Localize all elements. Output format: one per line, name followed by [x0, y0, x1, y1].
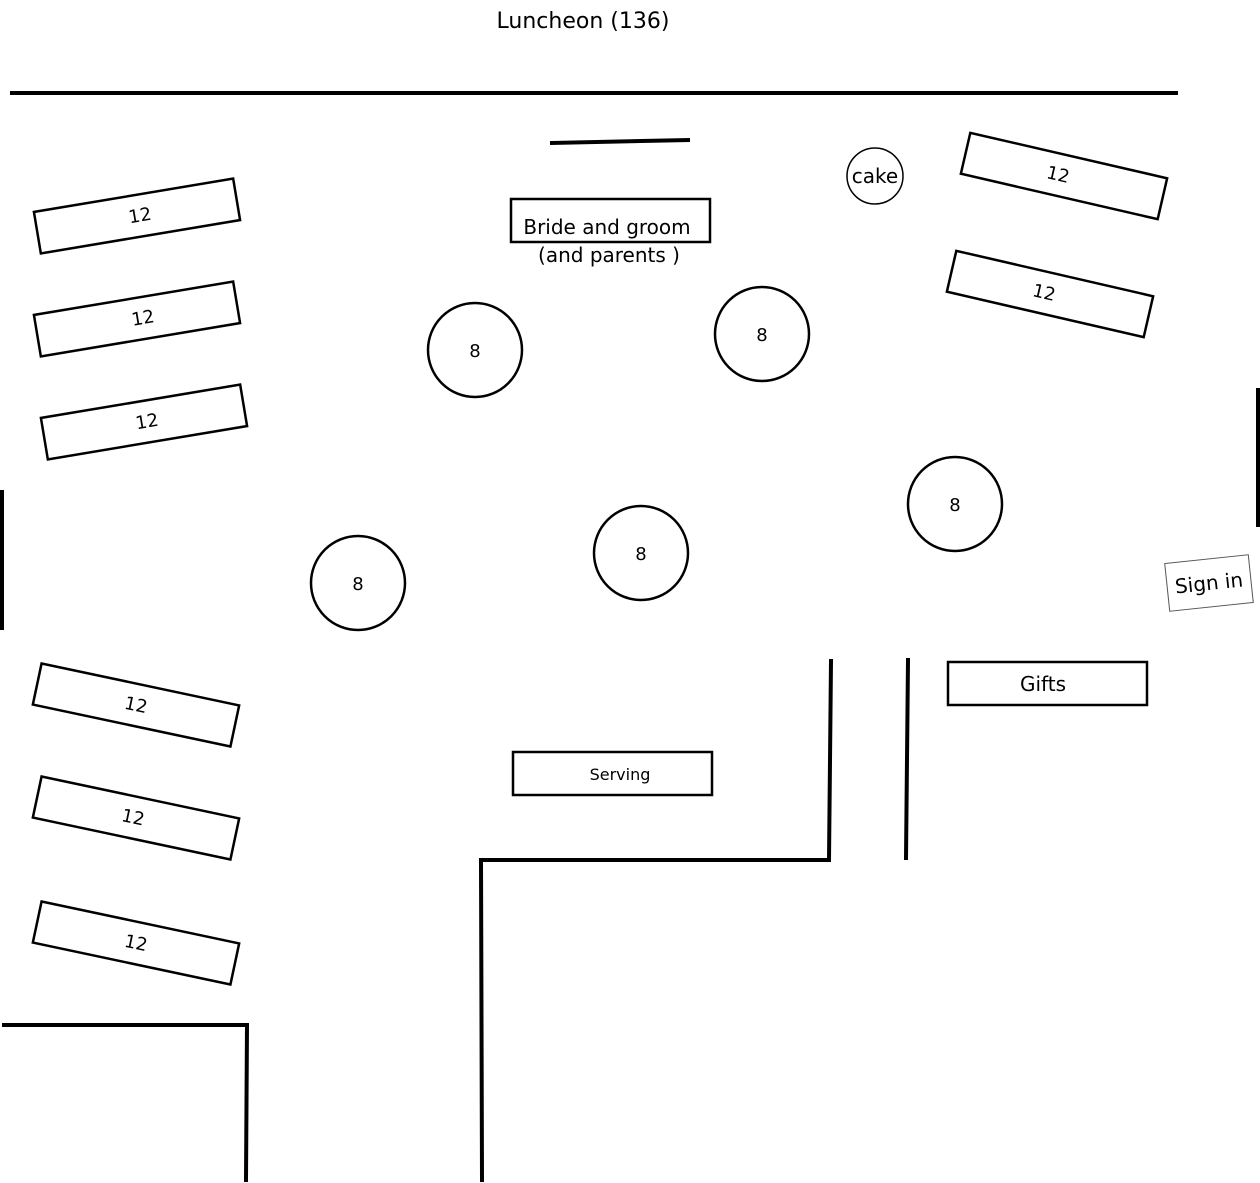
head-table[interactable]: Bride and groom (and parents ) [509, 197, 712, 267]
table-label: 12 [134, 410, 160, 434]
long-table[interactable]: 12 [945, 249, 1155, 339]
walls [0, 91, 1260, 1183]
table-label: 12 [123, 693, 150, 718]
table-label: 8 [469, 341, 480, 362]
head-table-sublabel: (and parents ) [538, 243, 680, 267]
table-label: 8 [635, 544, 646, 565]
round-table[interactable]: 8 [309, 534, 407, 632]
long-table[interactable]: 12 [31, 774, 241, 862]
plan-title: Luncheon (136) [497, 9, 670, 34]
serving-area-wall [478, 658, 834, 1183]
round-table[interactable]: 8 [592, 504, 690, 602]
head-table-backdrop [549, 137, 691, 146]
bottom-left-wall [2, 1023, 250, 1183]
table-label: 12 [127, 204, 153, 228]
gifts-table[interactable]: Gifts [946, 660, 1149, 707]
cake-label: cake [852, 164, 898, 188]
long-table[interactable]: 12 [31, 899, 241, 987]
long-table[interactable]: 12 [39, 383, 249, 461]
long-table[interactable]: 12 [31, 661, 241, 749]
round-table[interactable]: 8 [713, 285, 811, 383]
long-table[interactable]: 12 [32, 177, 242, 255]
sign-in-table[interactable]: Sign in [1164, 554, 1254, 612]
table-label: 12 [1031, 280, 1058, 306]
table-label: 12 [1045, 162, 1072, 188]
table-label: 12 [130, 306, 156, 330]
table-label: 8 [756, 325, 767, 346]
cake-table[interactable]: cake [846, 147, 904, 205]
entrance-wall [903, 657, 911, 861]
long-table[interactable]: 12 [959, 131, 1169, 221]
long-table[interactable]: 12 [32, 280, 242, 358]
serving-label: Serving [590, 765, 651, 784]
gifts-label: Gifts [1020, 672, 1066, 696]
table-label: 12 [120, 805, 147, 830]
round-table[interactable]: 8 [426, 301, 524, 399]
table-label: 12 [123, 931, 150, 956]
head-table-label: Bride and groom [523, 215, 690, 239]
serving-table[interactable]: Serving [511, 750, 714, 797]
table-label: 8 [949, 495, 960, 516]
round-table[interactable]: 8 [906, 455, 1004, 553]
table-label: 8 [352, 574, 363, 595]
